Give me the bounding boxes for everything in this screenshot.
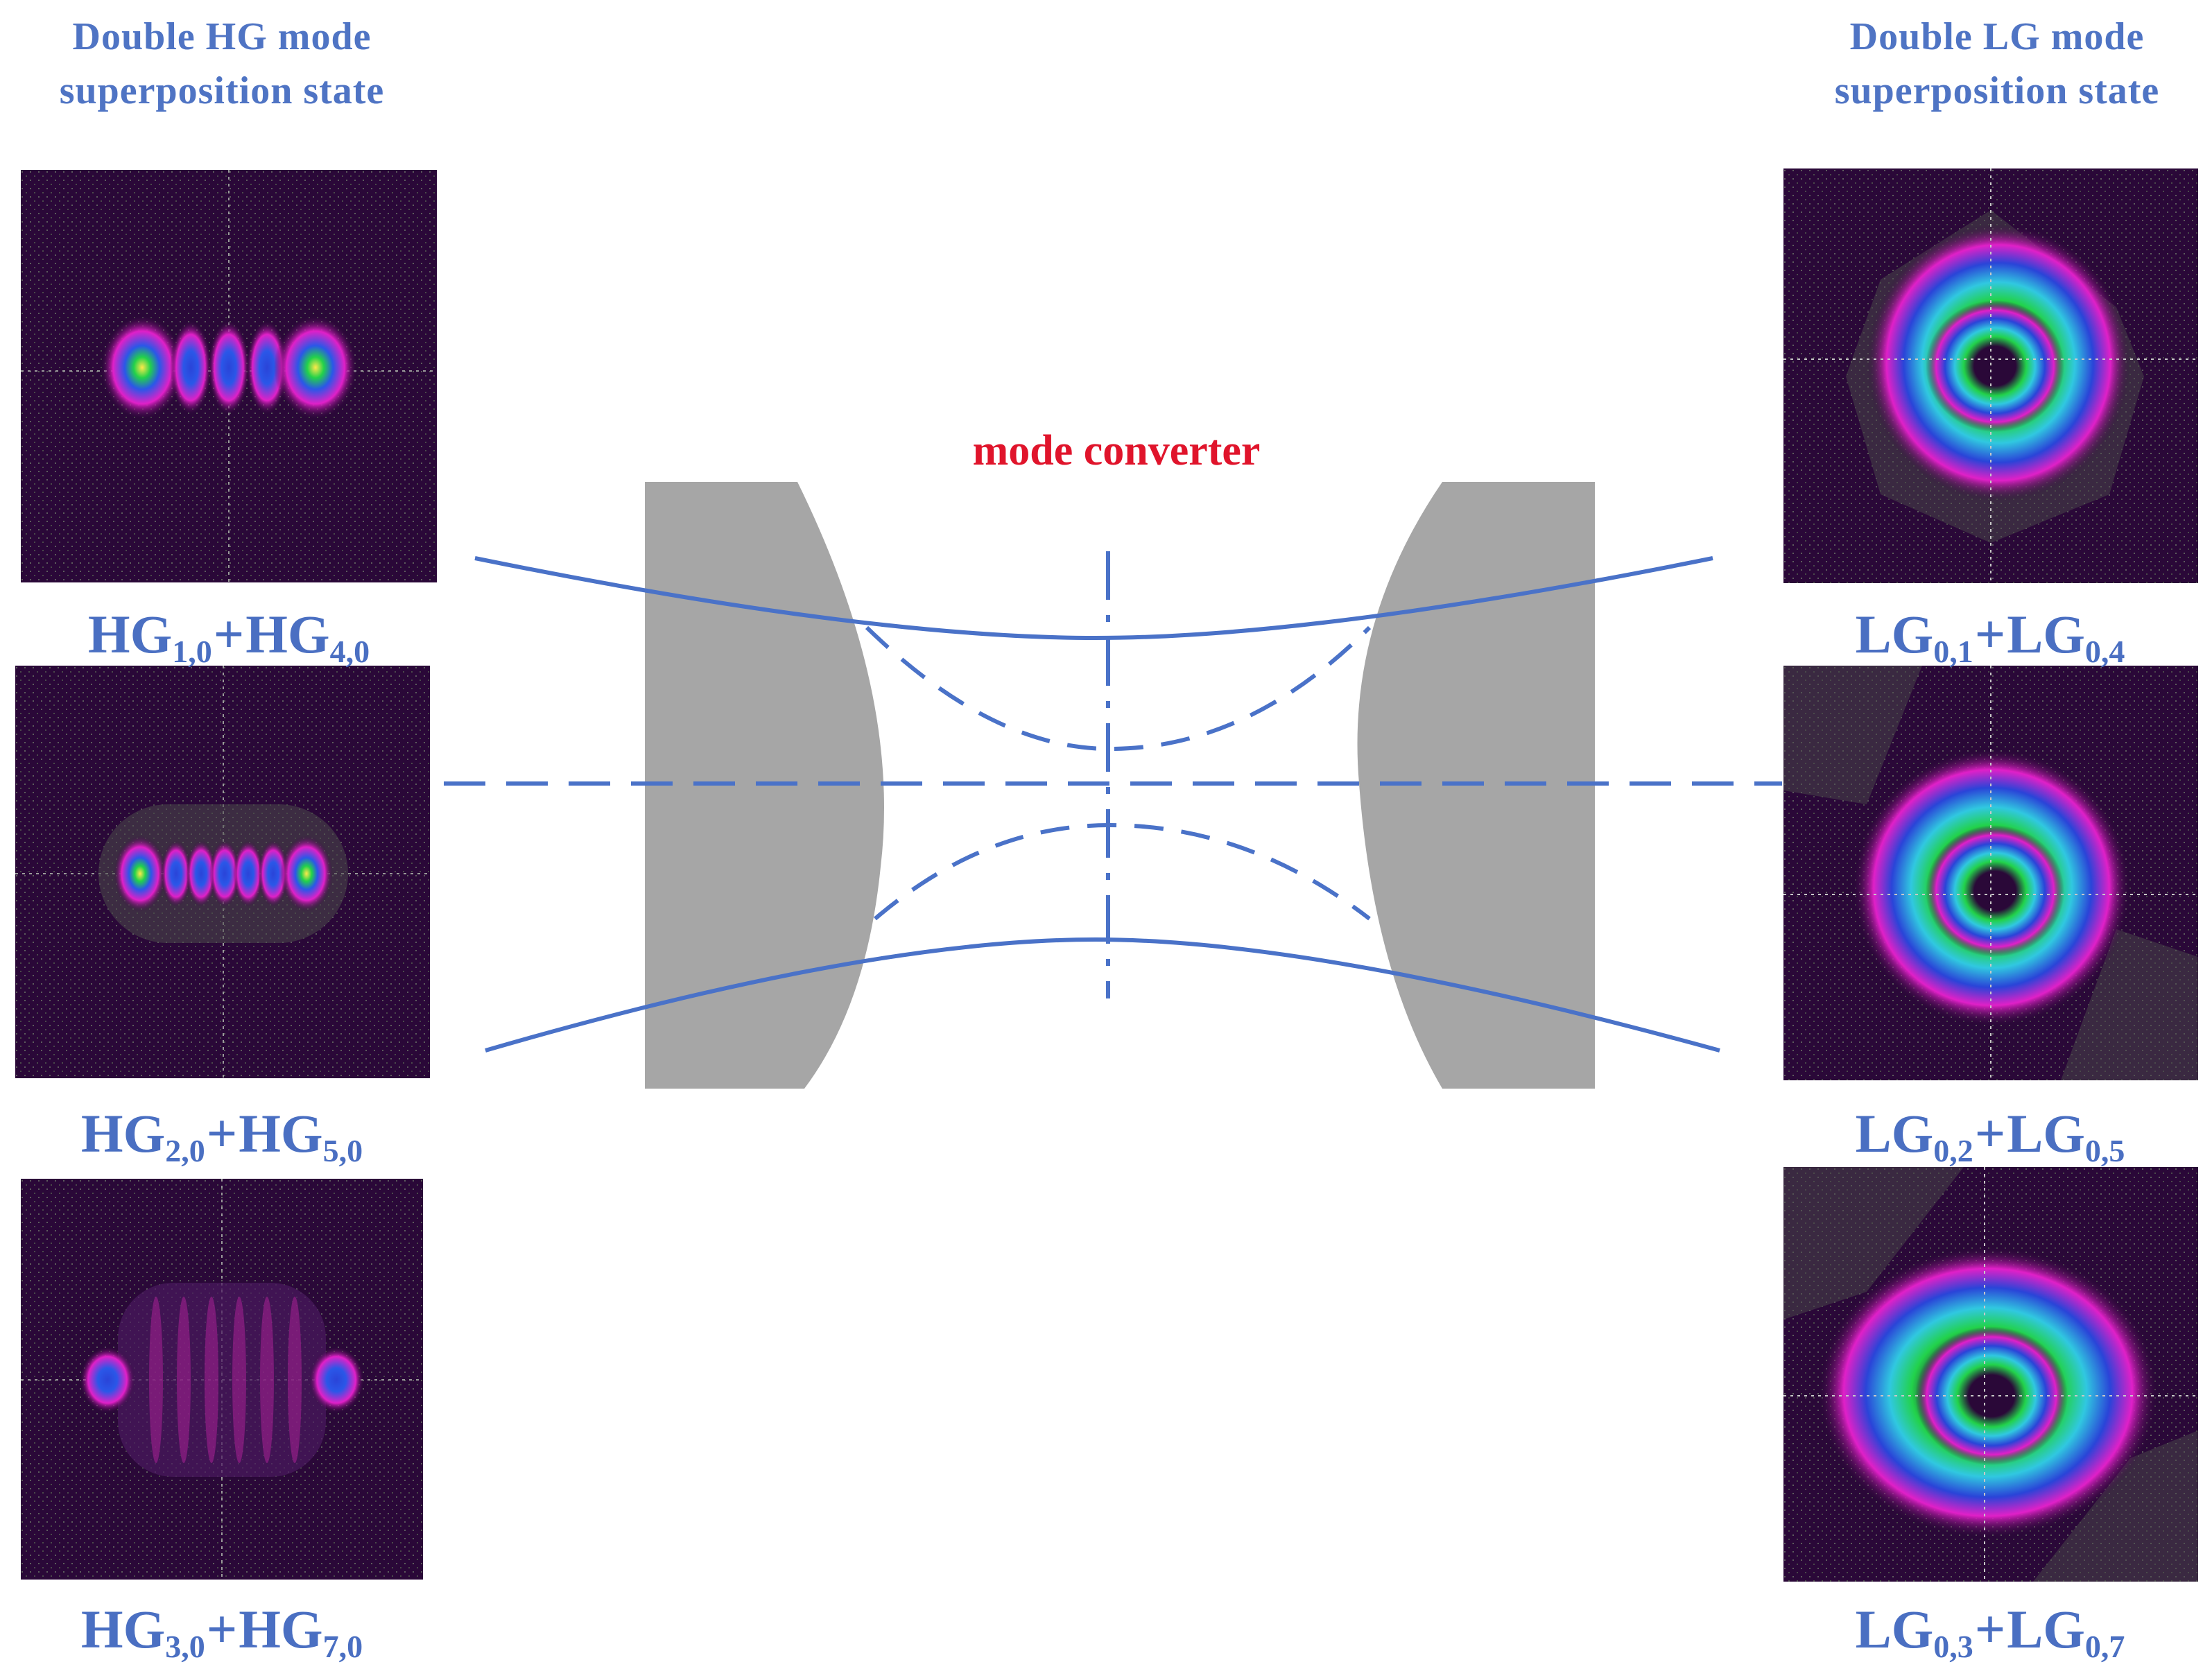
hg-label-2: HG2,0+HG5,0 [7, 1102, 437, 1182]
lg-label-1-second-sub: 0,4 [2084, 634, 2125, 669]
left-heading-line1: Double HG mode [72, 15, 372, 58]
left-heading: Double HG mode superposition state [21, 10, 423, 118]
hg-label-1-plus: + [213, 604, 245, 664]
hg-label-3-second: HG [239, 1599, 323, 1659]
left-heading-line2: superposition state [59, 69, 385, 112]
lg-label-2-second: LG [2007, 1103, 2085, 1164]
hg-pattern-1 [21, 170, 437, 582]
lg-label-1-second: LG [2007, 604, 2085, 664]
beam-envelope-bottom [485, 937, 1720, 1053]
lg-label-3-first-sub: 0,3 [1933, 1629, 1973, 1664]
lg-label-2-first-sub: 0,2 [1933, 1133, 1973, 1168]
hg-label-3-first: HG [80, 1599, 166, 1659]
hg-label-2-first: HG [80, 1103, 166, 1164]
hg-label-1-second-sub: 4,0 [329, 634, 370, 669]
hg-label-2-second: HG [239, 1103, 323, 1164]
lg-pattern-2 [1783, 666, 2198, 1080]
lg-label-3-first: LG [1855, 1599, 1934, 1659]
hg-label-2-plus: + [206, 1103, 238, 1164]
lg-label-2-first: LG [1855, 1103, 1934, 1164]
lg-label-3: LG0,3+LG0,7 [1779, 1598, 2202, 1678]
lg-label-1-first-sub: 0,1 [1933, 634, 1973, 669]
lg-label-1-plus: + [1974, 604, 2006, 664]
hg-label-3-plus: + [206, 1599, 238, 1659]
lg-label-2: LG0,2+LG0,5 [1779, 1102, 2202, 1182]
lg-pattern-1 [1783, 168, 2198, 583]
hg-label-2-second-sub: 5,0 [322, 1133, 363, 1168]
lg-label-2-plus: + [1974, 1103, 2006, 1164]
hg-pattern-3 [21, 1179, 423, 1580]
hg-pattern-2 [15, 666, 430, 1078]
hg-label-1: HG1,0+HG4,0 [14, 603, 444, 683]
hg-label-3-second-sub: 7,0 [322, 1629, 363, 1664]
mode-converter-label: mode converter [972, 427, 1261, 474]
lg-label-3-plus: + [1974, 1599, 2006, 1659]
lg-label-2-second-sub: 0,5 [2084, 1133, 2125, 1168]
lg-label-3-second: LG [2007, 1599, 2085, 1659]
right-heading: Double LG mode superposition state [1789, 10, 2205, 118]
hg-label-3: HG3,0+HG7,0 [7, 1598, 437, 1678]
lg-label-1: LG0,1+LG0,4 [1779, 603, 2202, 683]
hg-label-3-first-sub: 3,0 [165, 1629, 205, 1664]
right-heading-line1: Double LG mode [1849, 15, 2145, 58]
hg-label-1-first-sub: 1,0 [172, 634, 212, 669]
hg-label-2-first-sub: 2,0 [165, 1133, 205, 1168]
hg-label-1-second: HG [245, 604, 330, 664]
beam-inner-top [865, 625, 1372, 752]
beam-inner-bottom [874, 822, 1371, 921]
hg-label-1-first: HG [87, 604, 173, 664]
lg-label-1-first: LG [1855, 604, 1934, 664]
beam-envelope-top [474, 556, 1713, 641]
right-heading-line2: superposition state [1834, 69, 2160, 112]
lg-pattern-3 [1783, 1167, 2198, 1582]
lg-label-3-second-sub: 0,7 [2084, 1629, 2125, 1664]
